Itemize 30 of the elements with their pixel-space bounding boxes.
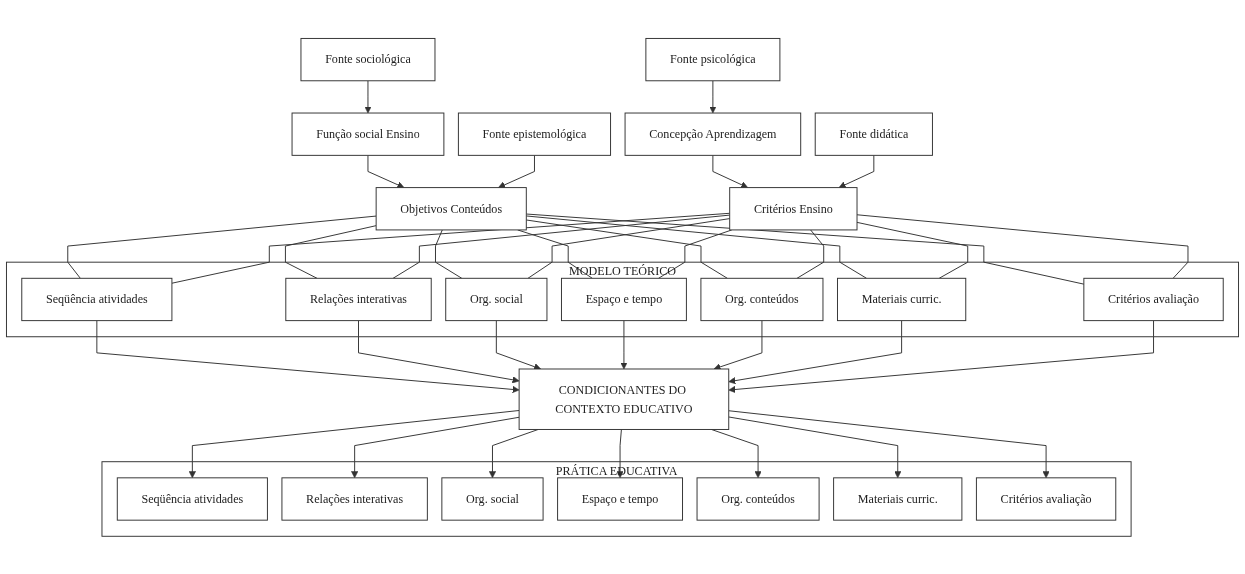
node-box: Critérios avaliação [1083,277,1224,321]
node-box: Seqüência atividades [116,476,268,521]
node-box: Fonte sociológica [300,37,436,81]
node-box: Org. conteúdos [696,476,820,521]
node-box: Objetivos Conteúdos [375,186,527,231]
node-box: Concepção Aprendizagem [624,112,802,156]
node-box: Relações interativas [281,476,428,521]
node-box: Critérios Ensino [729,186,858,231]
node-box: Função social Ensino [291,112,445,156]
node-box: Espaço e tempo [560,277,687,321]
connector [856,213,1189,279]
node-box: Org. conteúdos [700,277,824,321]
node-box: Seqüência atividades [21,277,173,321]
connector [67,215,377,279]
node-box: Fonte didática [814,112,933,156]
node-box: Org. social [445,277,548,321]
connector [171,212,731,284]
connector [525,213,1085,285]
node-box: Materiais curric. [833,476,963,521]
node-box: Relações interativas [285,277,432,321]
node-box: Materiais curric. [837,277,967,321]
node-box: Fonte epistemológica [457,112,612,156]
connector [284,224,377,279]
node-box: CONDICIONANTES DO CONTEXTO EDUCATIVO [518,368,730,430]
connector [856,221,969,279]
connector [517,229,593,279]
node-box: Fonte psicológica [645,37,781,81]
node-box: Espaço e tempo [557,476,683,521]
node-box: Critérios avaliação [975,476,1117,521]
node-box: Org. social [441,476,544,521]
